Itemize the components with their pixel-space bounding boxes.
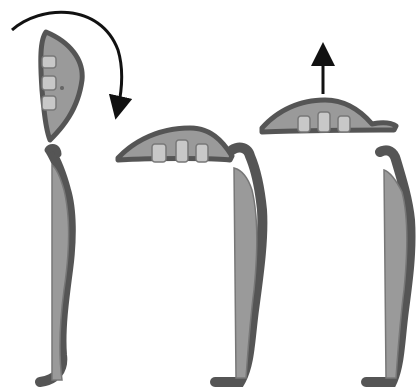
base-icon xyxy=(215,148,262,382)
panel-4 xyxy=(366,150,411,382)
cover-hinged-up-icon xyxy=(41,32,82,140)
base-only-icon xyxy=(366,150,411,382)
base-icon xyxy=(40,147,71,382)
cover-lowered-icon xyxy=(118,128,232,162)
panel-2 xyxy=(118,128,262,382)
panel-1 xyxy=(12,12,122,382)
panel-3 xyxy=(262,54,396,132)
cover-lifted-off-icon xyxy=(262,100,396,132)
